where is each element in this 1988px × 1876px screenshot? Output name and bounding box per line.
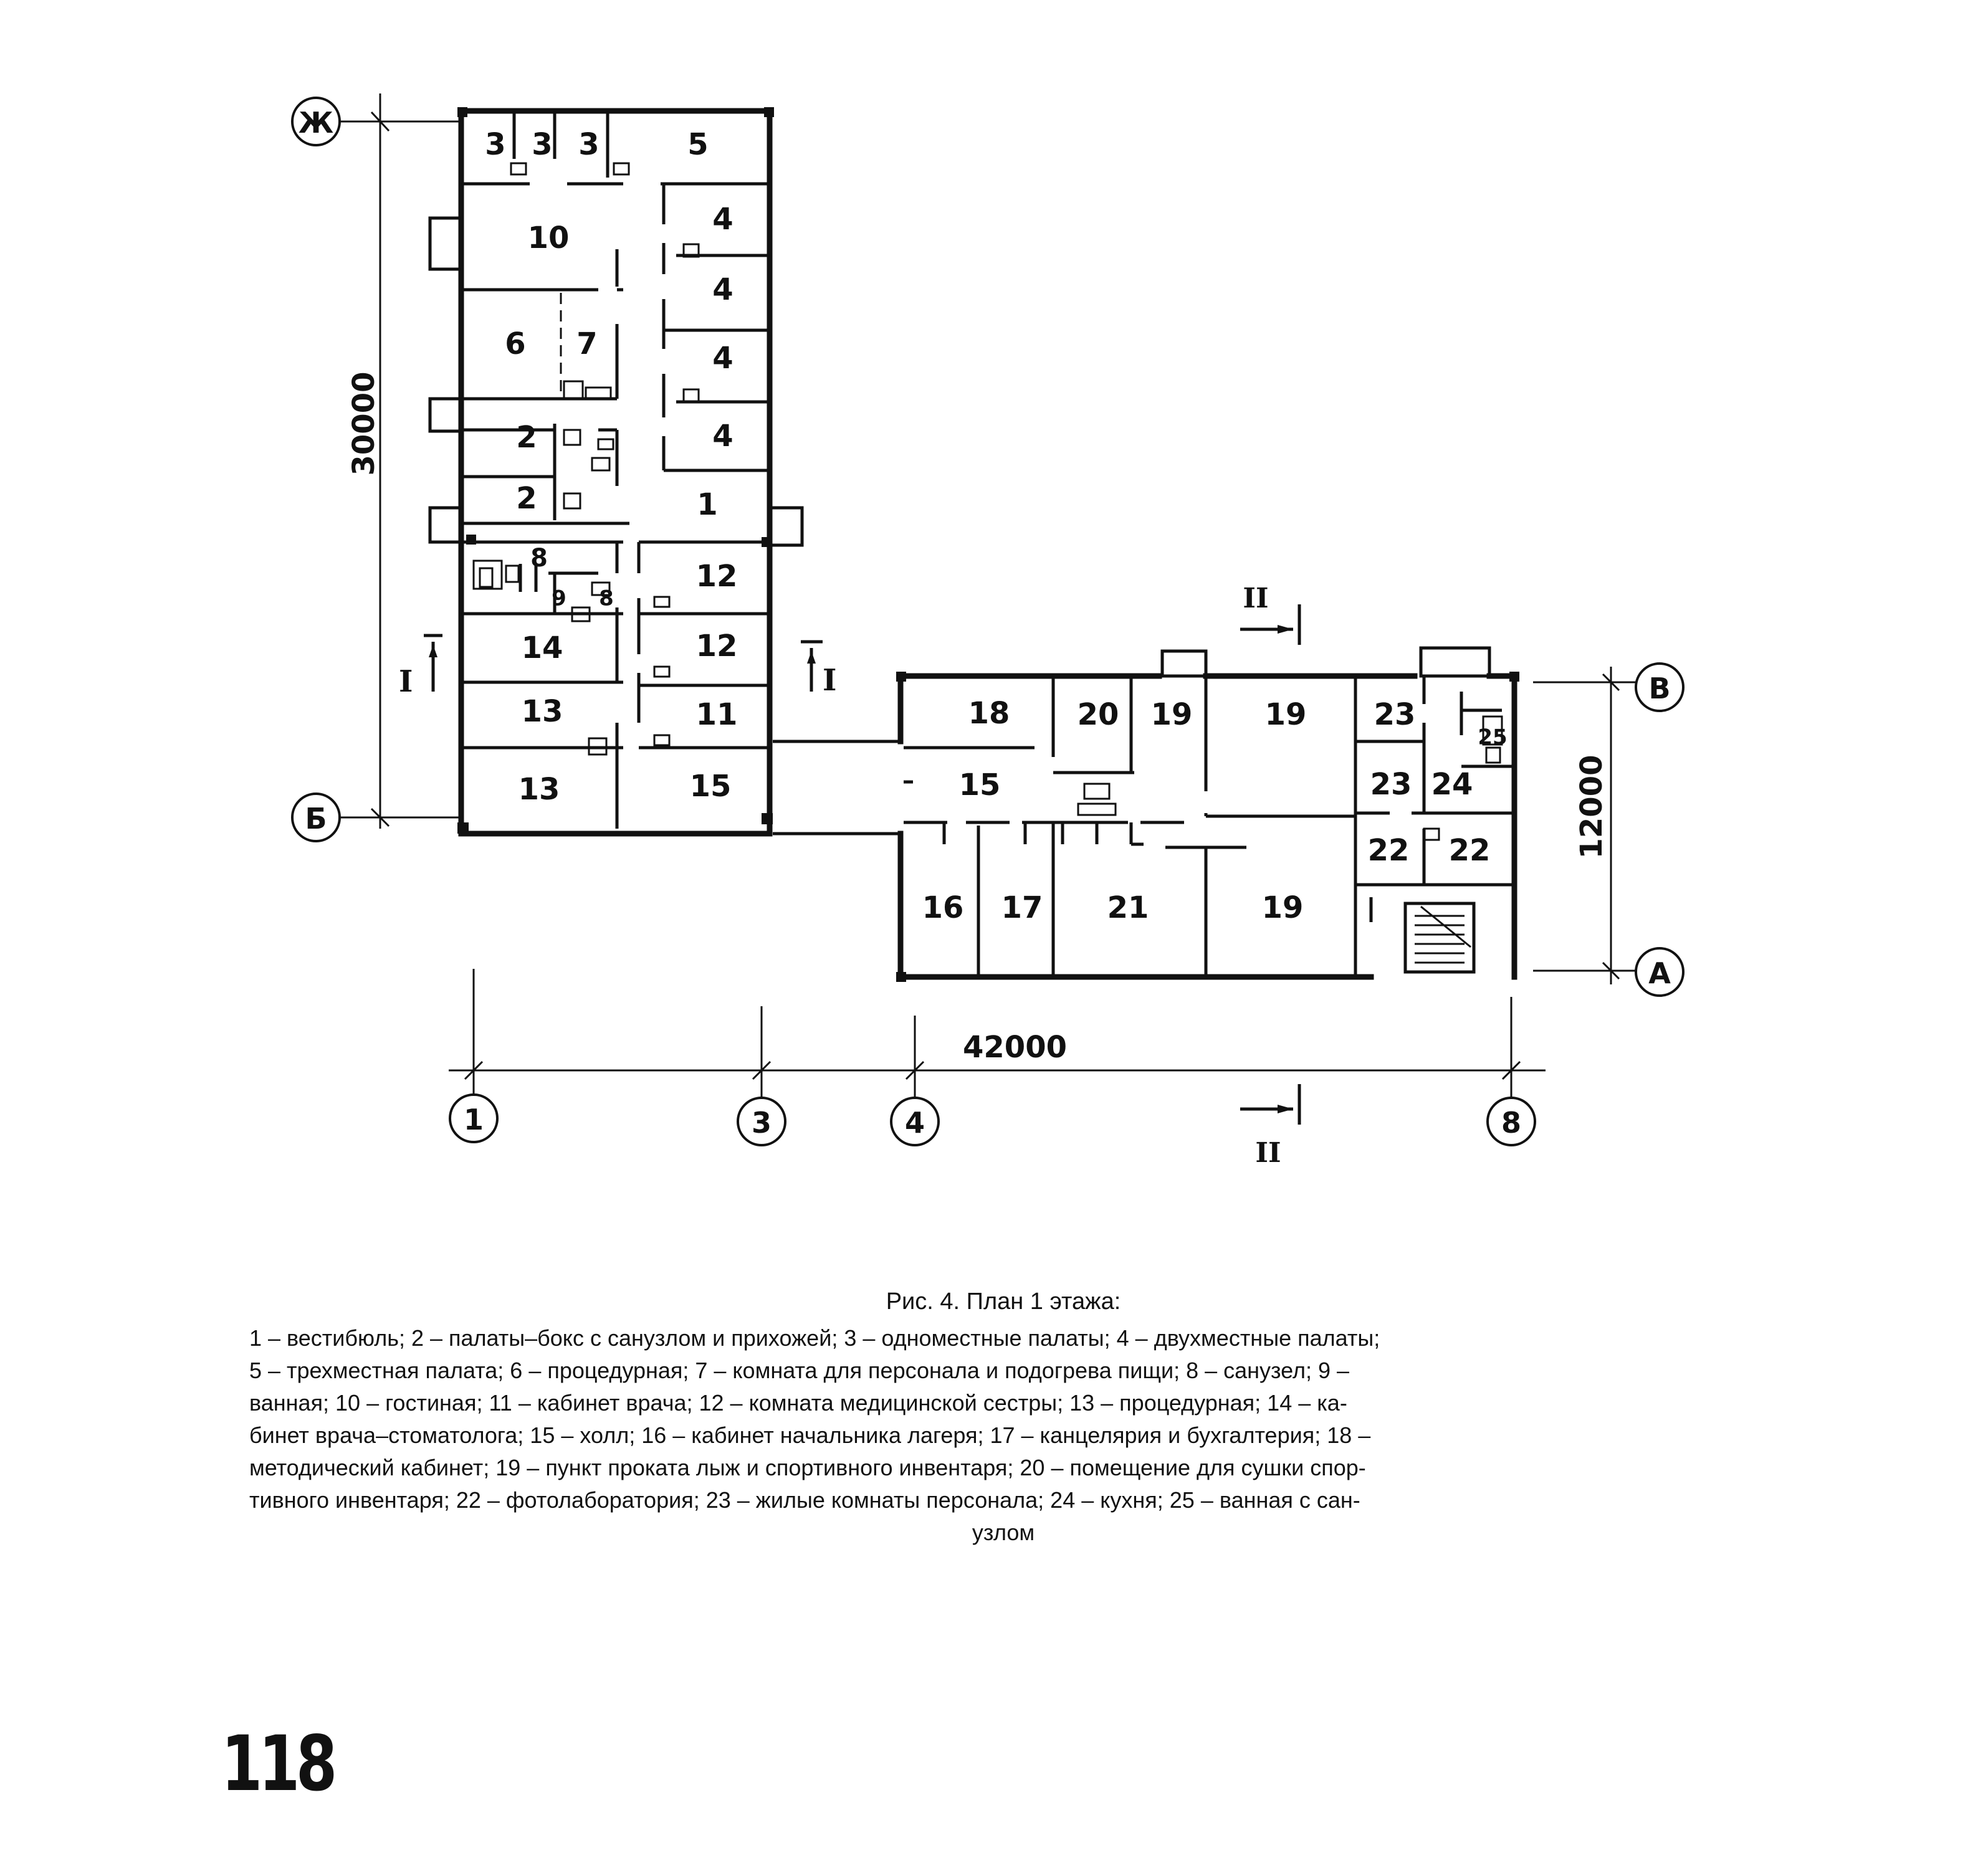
axis-marker xyxy=(737,1097,786,1146)
room-label: 4 xyxy=(712,419,733,454)
room-label: 16 xyxy=(922,890,964,925)
room-label: 11 xyxy=(696,697,738,732)
room-label: 19 xyxy=(1151,697,1193,732)
sanitary-fixtures xyxy=(505,162,700,756)
room-label: 6 xyxy=(505,326,525,361)
legend-line: ванная; 10 – гостиная; 11 – кабинет врач… xyxy=(249,1390,1347,1416)
room-label: 12 xyxy=(696,559,738,594)
section-label-top: II xyxy=(1243,583,1268,614)
room-label: 4 xyxy=(712,202,733,237)
room-label: 9 xyxy=(552,586,566,611)
room-label: 5 xyxy=(687,127,708,162)
legend-line: бинет врача–стоматолога; 15 – холл; 16 –… xyxy=(249,1422,1371,1448)
room-label: 8 xyxy=(599,586,614,611)
dimension-height-right: 12000 xyxy=(1574,755,1609,859)
figure-caption-title: Рис. 4. План 1 этажа: xyxy=(886,1288,1121,1315)
connecting-corridor xyxy=(773,740,901,836)
room-label: 14 xyxy=(522,631,563,665)
legend-line: 5 – трехместная палата; 6 – процедурная;… xyxy=(249,1358,1350,1383)
axis-label: 3 xyxy=(752,1106,772,1140)
axis-marker xyxy=(449,1093,499,1143)
axis-marker xyxy=(291,97,341,146)
room-label: 20 xyxy=(1078,697,1119,732)
room-labels: 3 3 3 5 10 4 4 4 4 6 7 2 2 1 8 9 8 12 12… xyxy=(485,127,1507,925)
section-label-bottom: II xyxy=(1255,1137,1281,1169)
room-label: 22 xyxy=(1368,833,1410,868)
page-number: 118 xyxy=(221,1720,337,1808)
axis-marker xyxy=(1486,1097,1536,1146)
room-label: 25 xyxy=(1478,725,1507,750)
axis-label: 1 xyxy=(464,1103,484,1136)
section-label-left: I xyxy=(399,664,413,699)
dimension-lines: 30000 12000 42000 xyxy=(346,93,1639,1084)
room-label: 8 xyxy=(530,544,548,573)
right-wing-partitions xyxy=(904,676,1514,977)
axis-label: Ж xyxy=(299,106,333,140)
room-label: 23 xyxy=(1374,697,1416,732)
dimension-width-bottom: 42000 xyxy=(963,1030,1067,1065)
dimension-height-left: 30000 xyxy=(346,372,381,476)
room-label: 21 xyxy=(1107,890,1149,925)
axis-marker xyxy=(291,793,341,842)
room-label: 4 xyxy=(712,341,733,376)
room-label: 23 xyxy=(1370,767,1412,802)
axis-label: В xyxy=(1648,672,1670,705)
room-label: 13 xyxy=(522,694,563,729)
room-label: 12 xyxy=(696,629,738,664)
room-label: 2 xyxy=(516,420,537,455)
axis-label: 8 xyxy=(1501,1106,1521,1140)
legend-line: методический кабинет; 19 – пункт проката… xyxy=(249,1455,1366,1480)
section-markers: I I II II xyxy=(399,583,1301,1169)
room-label: 15 xyxy=(959,768,1001,802)
axis-label: Б xyxy=(305,802,327,836)
room-label: 17 xyxy=(1001,890,1043,925)
room-label: 2 xyxy=(516,481,537,516)
legend-line: узлом xyxy=(972,1520,1035,1545)
room-label: 18 xyxy=(968,696,1010,731)
axis-markers: Ж Б В А 1 3 4 8 xyxy=(291,97,1685,1146)
room-label: 3 xyxy=(578,127,599,162)
axis-marker xyxy=(1635,947,1685,997)
room-label: 10 xyxy=(528,221,570,255)
floor-plan-drawing: 3 3 3 5 10 4 4 4 4 6 7 2 2 1 8 9 8 12 12… xyxy=(291,93,1685,1169)
room-label: 13 xyxy=(519,772,560,807)
axis-label: 4 xyxy=(905,1106,925,1140)
room-label: 19 xyxy=(1262,890,1304,925)
axis-marker xyxy=(1635,662,1685,712)
room-label: 22 xyxy=(1449,833,1491,868)
axis-label: А xyxy=(1648,956,1671,990)
room-label: 19 xyxy=(1265,697,1307,732)
section-label-middle: I xyxy=(823,663,836,698)
room-label: 24 xyxy=(1431,767,1473,802)
room-label: 4 xyxy=(712,272,733,307)
legend-line: 1 – вестибюль; 2 – палаты–бокс с санузло… xyxy=(249,1325,1380,1351)
axis-marker xyxy=(890,1097,940,1146)
room-label: 3 xyxy=(532,127,552,162)
legend-line: тивного инвентаря; 22 – фотолаборатория;… xyxy=(249,1487,1360,1513)
room-label: 1 xyxy=(697,487,717,522)
room-label: 3 xyxy=(485,127,505,162)
room-label: 7 xyxy=(576,326,597,361)
room-label: 15 xyxy=(690,769,732,804)
